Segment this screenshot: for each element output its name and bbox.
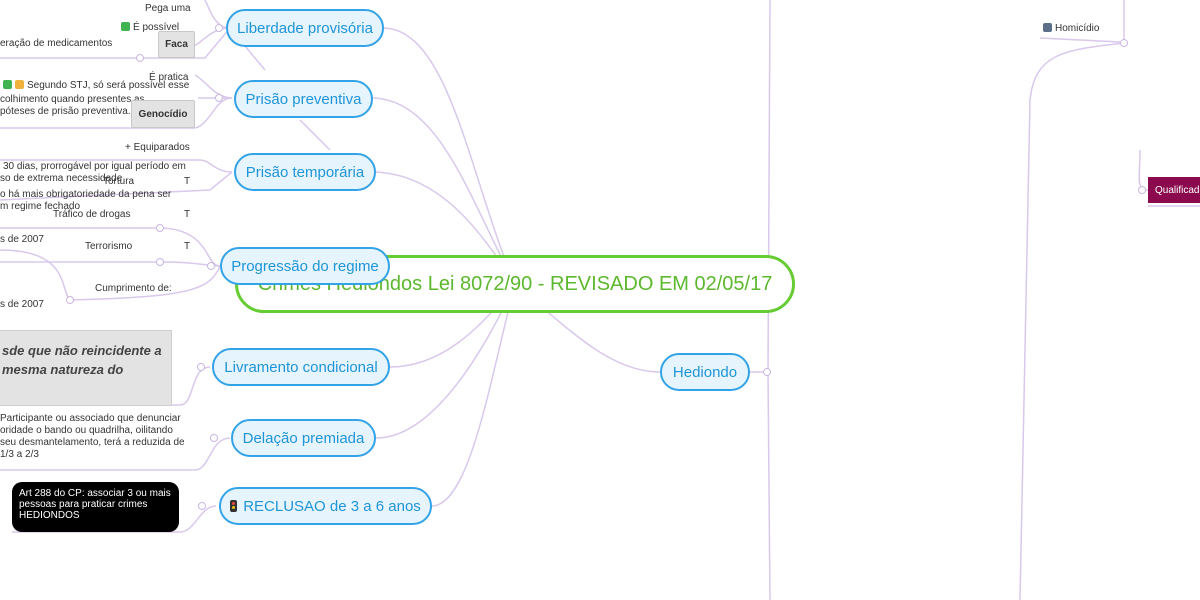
tag-genocidio[interactable]: Genocídio: [131, 100, 195, 128]
node-hediondo[interactable]: Hediondo: [660, 353, 750, 391]
item-e-pratica: É pratica: [149, 72, 189, 83]
check-icon: [121, 22, 130, 31]
connector-dot: [207, 262, 215, 270]
node-reclusao[interactable]: RECLUSAO de 3 a 6 anos: [219, 487, 432, 525]
connector-dot: [136, 54, 144, 62]
connector-dot: [763, 368, 771, 376]
connector-dot: [197, 363, 205, 371]
item-stj-note: Segundo STJ, só será possível esse: [3, 80, 189, 92]
connector-dot: [156, 224, 164, 232]
item-obrigatoriedade: o há mais obrigatoriedade da pena ser: [0, 189, 172, 200]
item-2007-b: s de 2007: [0, 299, 44, 310]
tag-qualificado[interactable]: Qualificado: [1148, 177, 1200, 203]
note-reincidente: sde que não reincidente a mesma natureza…: [0, 330, 172, 406]
node-progressao-regime[interactable]: Progressão do regime: [220, 247, 390, 285]
item-pega-uma: Pega uma: [145, 3, 191, 14]
connector-dot: [1138, 186, 1146, 194]
connector-dot: [198, 502, 206, 510]
info-icon: [1043, 23, 1052, 32]
node-livramento-condicional[interactable]: Livramento condicional: [212, 348, 390, 386]
connector-dot: [156, 258, 164, 266]
traffic-light-icon: [230, 500, 238, 512]
item-homicidio: Homicídio: [1043, 23, 1099, 35]
pencil-icon: [15, 80, 24, 89]
node-prisao-preventiva[interactable]: Prisão preventiva: [234, 80, 373, 118]
item-regime-fechado: m regime fechado: [0, 201, 81, 212]
connector-dot: [1120, 39, 1128, 47]
node-reclusao-label: RECLUSAO de 3 a 6 anos: [243, 497, 421, 515]
connector-dot: [66, 296, 74, 304]
node-delacao-premiada[interactable]: Delação premiada: [231, 419, 376, 457]
item-e-possivel: É possível: [121, 22, 179, 34]
item-medicamentos: eração de medicamentos: [0, 38, 113, 49]
item-equiparados: + Equiparados: [125, 142, 190, 153]
item-trafico: Tráfico de drogas: [53, 209, 131, 220]
item-t3: T: [184, 241, 191, 252]
item-recolhimento: colhimento quando presentes as: [0, 94, 145, 105]
item-homicidio-label: Homicídio: [1055, 23, 1100, 34]
node-liberdade-provisoria[interactable]: Liberdade provisória: [226, 9, 384, 47]
item-2007-a: s de 2007: [0, 234, 44, 245]
item-terrorismo: Terrorismo: [85, 241, 133, 252]
tag-faca[interactable]: Faca: [158, 31, 195, 58]
connector-dot: [210, 434, 218, 442]
node-prisao-temporaria[interactable]: Prisão temporária: [234, 153, 376, 191]
item-hipoteses: póteses de prisão preventiva.: [0, 106, 131, 117]
item-stj-note-label: Segundo STJ, só será possível esse: [27, 80, 190, 91]
check-icon: [3, 80, 12, 89]
connector-dot: [215, 24, 223, 32]
item-t1: T: [184, 176, 191, 187]
connector-dot: [215, 94, 223, 102]
item-tortura: Tortura: [103, 176, 135, 187]
item-cumprimento: Cumprimento de:: [95, 283, 172, 294]
note-art288: Art 288 do CP: associar 3 ou mais pessoa…: [12, 482, 179, 532]
item-e-possivel-label: É possível: [133, 22, 180, 33]
item-extrema: so de extrema necessidade: [0, 173, 123, 184]
item-trinta-dias: 30 dias, prorrogável por igual período e…: [3, 161, 186, 172]
item-t2: T: [184, 209, 191, 220]
note-participante: Participante ou associado que denunciar …: [0, 413, 185, 460]
